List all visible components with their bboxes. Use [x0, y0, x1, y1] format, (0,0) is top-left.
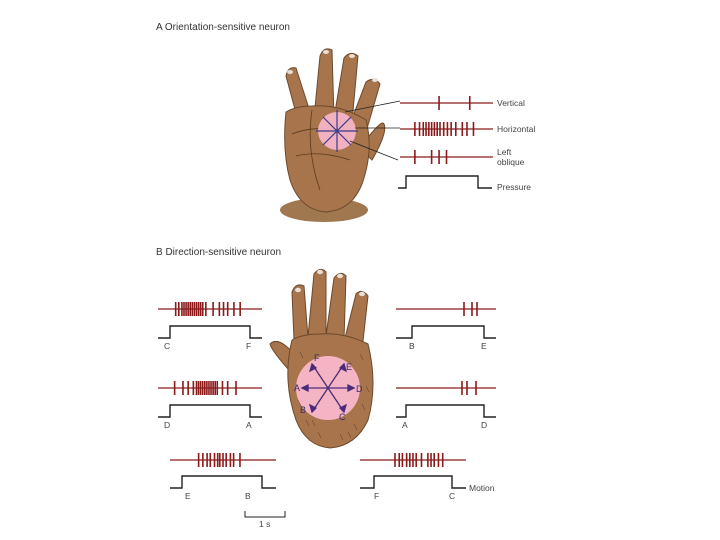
- label-left-oblique-2: oblique: [497, 157, 525, 167]
- panel-b-title: B Direction-sensitive neuron: [156, 247, 281, 258]
- label-b-end: B: [245, 491, 251, 501]
- label-a-end: A: [246, 420, 252, 430]
- label-e-end: E: [481, 341, 487, 351]
- point-e: E: [346, 362, 352, 372]
- scale-label: 1 s: [259, 519, 270, 529]
- trace-d-to-a: D A: [158, 381, 262, 430]
- trace-c-to-f: C F: [158, 302, 262, 351]
- point-a: A: [294, 383, 300, 393]
- label-d-start: D: [164, 420, 170, 430]
- trace-e-to-b: E B: [170, 453, 276, 501]
- trace-pressure: Pressure: [398, 176, 531, 192]
- label-motion: Motion: [469, 483, 495, 493]
- label-pressure: Pressure: [497, 182, 531, 192]
- label-b-start: B: [409, 341, 415, 351]
- point-d: D: [356, 384, 363, 394]
- label-e-start: E: [185, 491, 191, 501]
- label-horizontal: Horizontal: [497, 124, 535, 134]
- label-d-end: D: [481, 420, 487, 430]
- traces-a: Vertical Horizontal Left oblique Pressur…: [398, 96, 535, 192]
- label-a-start: A: [402, 420, 408, 430]
- label-f-end: F: [246, 341, 251, 351]
- trace-left-oblique: Left oblique: [400, 147, 525, 167]
- label-c-end: C: [449, 491, 455, 501]
- point-f: F: [314, 353, 320, 363]
- panel-a-title: A Orientation-sensitive neuron: [156, 22, 290, 33]
- trace-b-to-e: B E: [396, 302, 496, 351]
- point-b: B: [300, 405, 306, 415]
- scale-bar: 1 s: [245, 511, 285, 529]
- point-c: C: [339, 412, 346, 422]
- trace-a-to-d: A D: [396, 381, 496, 430]
- trace-vertical: Vertical: [400, 96, 525, 110]
- label-f-start: F: [374, 491, 379, 501]
- label-c-start: C: [164, 341, 170, 351]
- label-left-oblique-1: Left: [497, 147, 512, 157]
- label-vertical: Vertical: [497, 98, 525, 108]
- trace-horizontal: Horizontal: [400, 122, 535, 136]
- trace-f-to-c: F C Motion: [360, 453, 495, 501]
